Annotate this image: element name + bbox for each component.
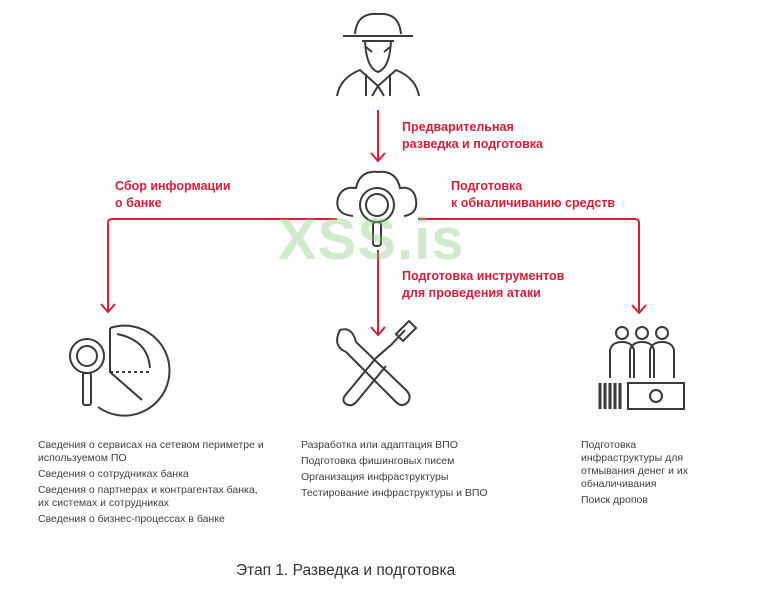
arrowhead-left [100, 303, 116, 314]
column-right: Подготовка инфраструктуры для отмывания … [581, 439, 713, 510]
list-item: Сведения о сотрудниках банка [38, 468, 189, 480]
list-item: Подготовка фишинговых писем [301, 455, 455, 467]
column-left: Сведения о сервисах на сетевом периметре… [38, 439, 270, 529]
flow-lines [100, 110, 647, 337]
label-collect-line2: о банке [115, 196, 162, 210]
line-right-branch [418, 218, 640, 312]
list-item: Сведения о сервисах на сетевом периметре… [38, 439, 264, 464]
label-recon-line1: Предварительная [402, 120, 514, 134]
list-item: Подготовка инфраструктуры для отмывания … [581, 439, 688, 490]
arrowhead-cloud [370, 152, 386, 163]
label-collect-line1: Сбор информации [115, 179, 231, 193]
column-middle: Разработка или адаптация ВПО Подготовка … [301, 439, 526, 503]
arrowhead-right [631, 304, 647, 315]
label-cashout-line2: к обналичиванию средств [451, 196, 616, 210]
list-item: Сведения о партнерах и контрагентах банк… [38, 484, 258, 509]
label-tools-line2: для проведения атаки [402, 286, 541, 300]
label-recon-line2: разведка и подготовка [402, 137, 544, 151]
money-mules-icon [598, 326, 685, 410]
line-left-branch [107, 218, 337, 311]
analytics-search-icon [69, 324, 171, 417]
list-item: Разработка или адаптация ВПО [301, 439, 458, 451]
hacker-icon [336, 12, 420, 97]
label-collect: Сбор информации о банке [115, 178, 231, 212]
label-cashout-line1: Подготовка [451, 179, 523, 193]
tools-icon [336, 319, 418, 407]
arrowhead-middle [370, 326, 386, 337]
cloud-search-icon [336, 170, 418, 247]
label-tools-line1: Подготовка инструментов [402, 269, 565, 283]
list-item: Тестирование инфраструктуры и ВПО [301, 487, 488, 499]
label-tools: Подготовка инструментов для проведения а… [402, 268, 564, 302]
list-item: Поиск дропов [581, 494, 648, 506]
list-item: Сведения о бизнес-процессах в банке [38, 513, 225, 525]
watermark: XSS.is [278, 207, 465, 272]
list-item: Организация инфраструктуры [301, 471, 449, 483]
figure-caption: Этап 1. Разведка и подготовка [236, 562, 456, 579]
label-recon: Предварительная разведка и подготовка [402, 119, 543, 153]
label-cashout: Подготовка к обналичиванию средств [451, 178, 615, 212]
